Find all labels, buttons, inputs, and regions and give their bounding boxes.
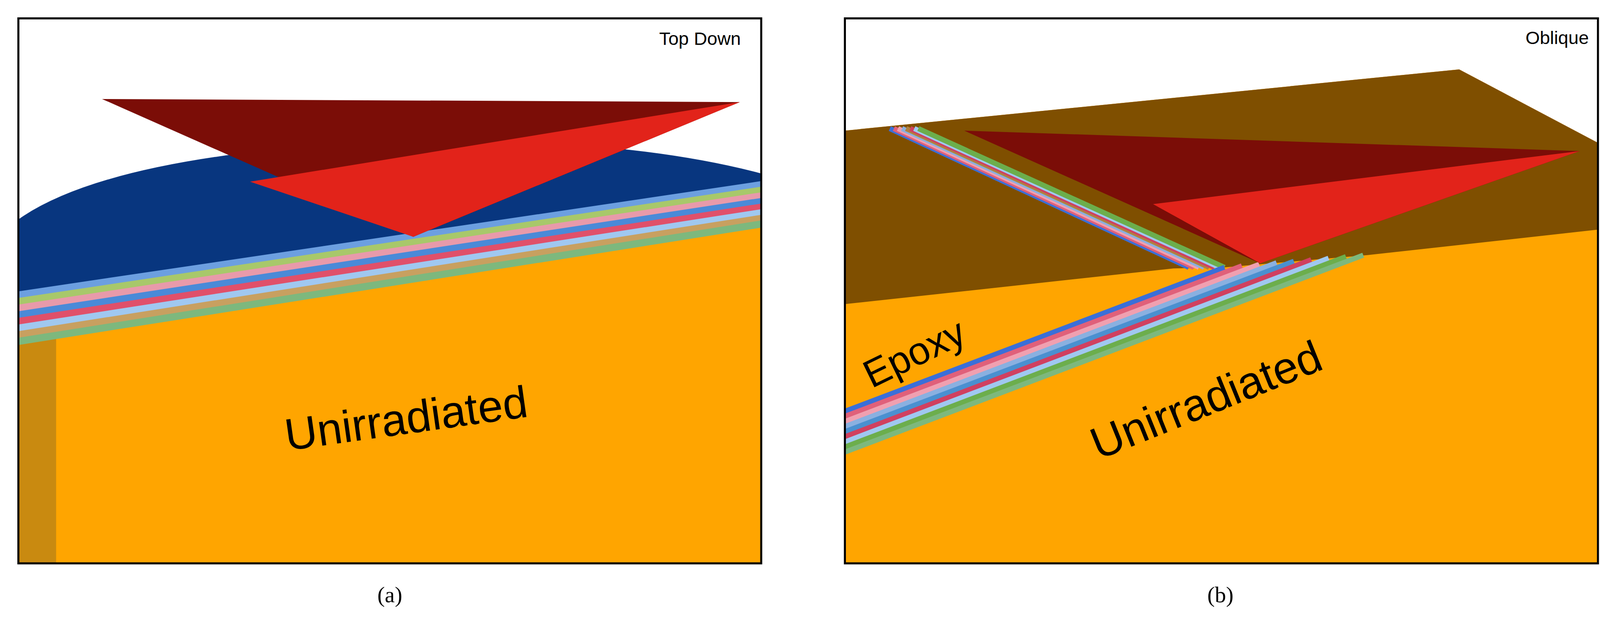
panel-label: (b) (1207, 583, 1234, 606)
oblique-view (845, 18, 1599, 564)
view-title: Oblique (1525, 28, 1589, 47)
top-down-view (18, 18, 761, 564)
view-title: Top Down (659, 29, 741, 48)
panel-label: (a) (377, 583, 403, 606)
